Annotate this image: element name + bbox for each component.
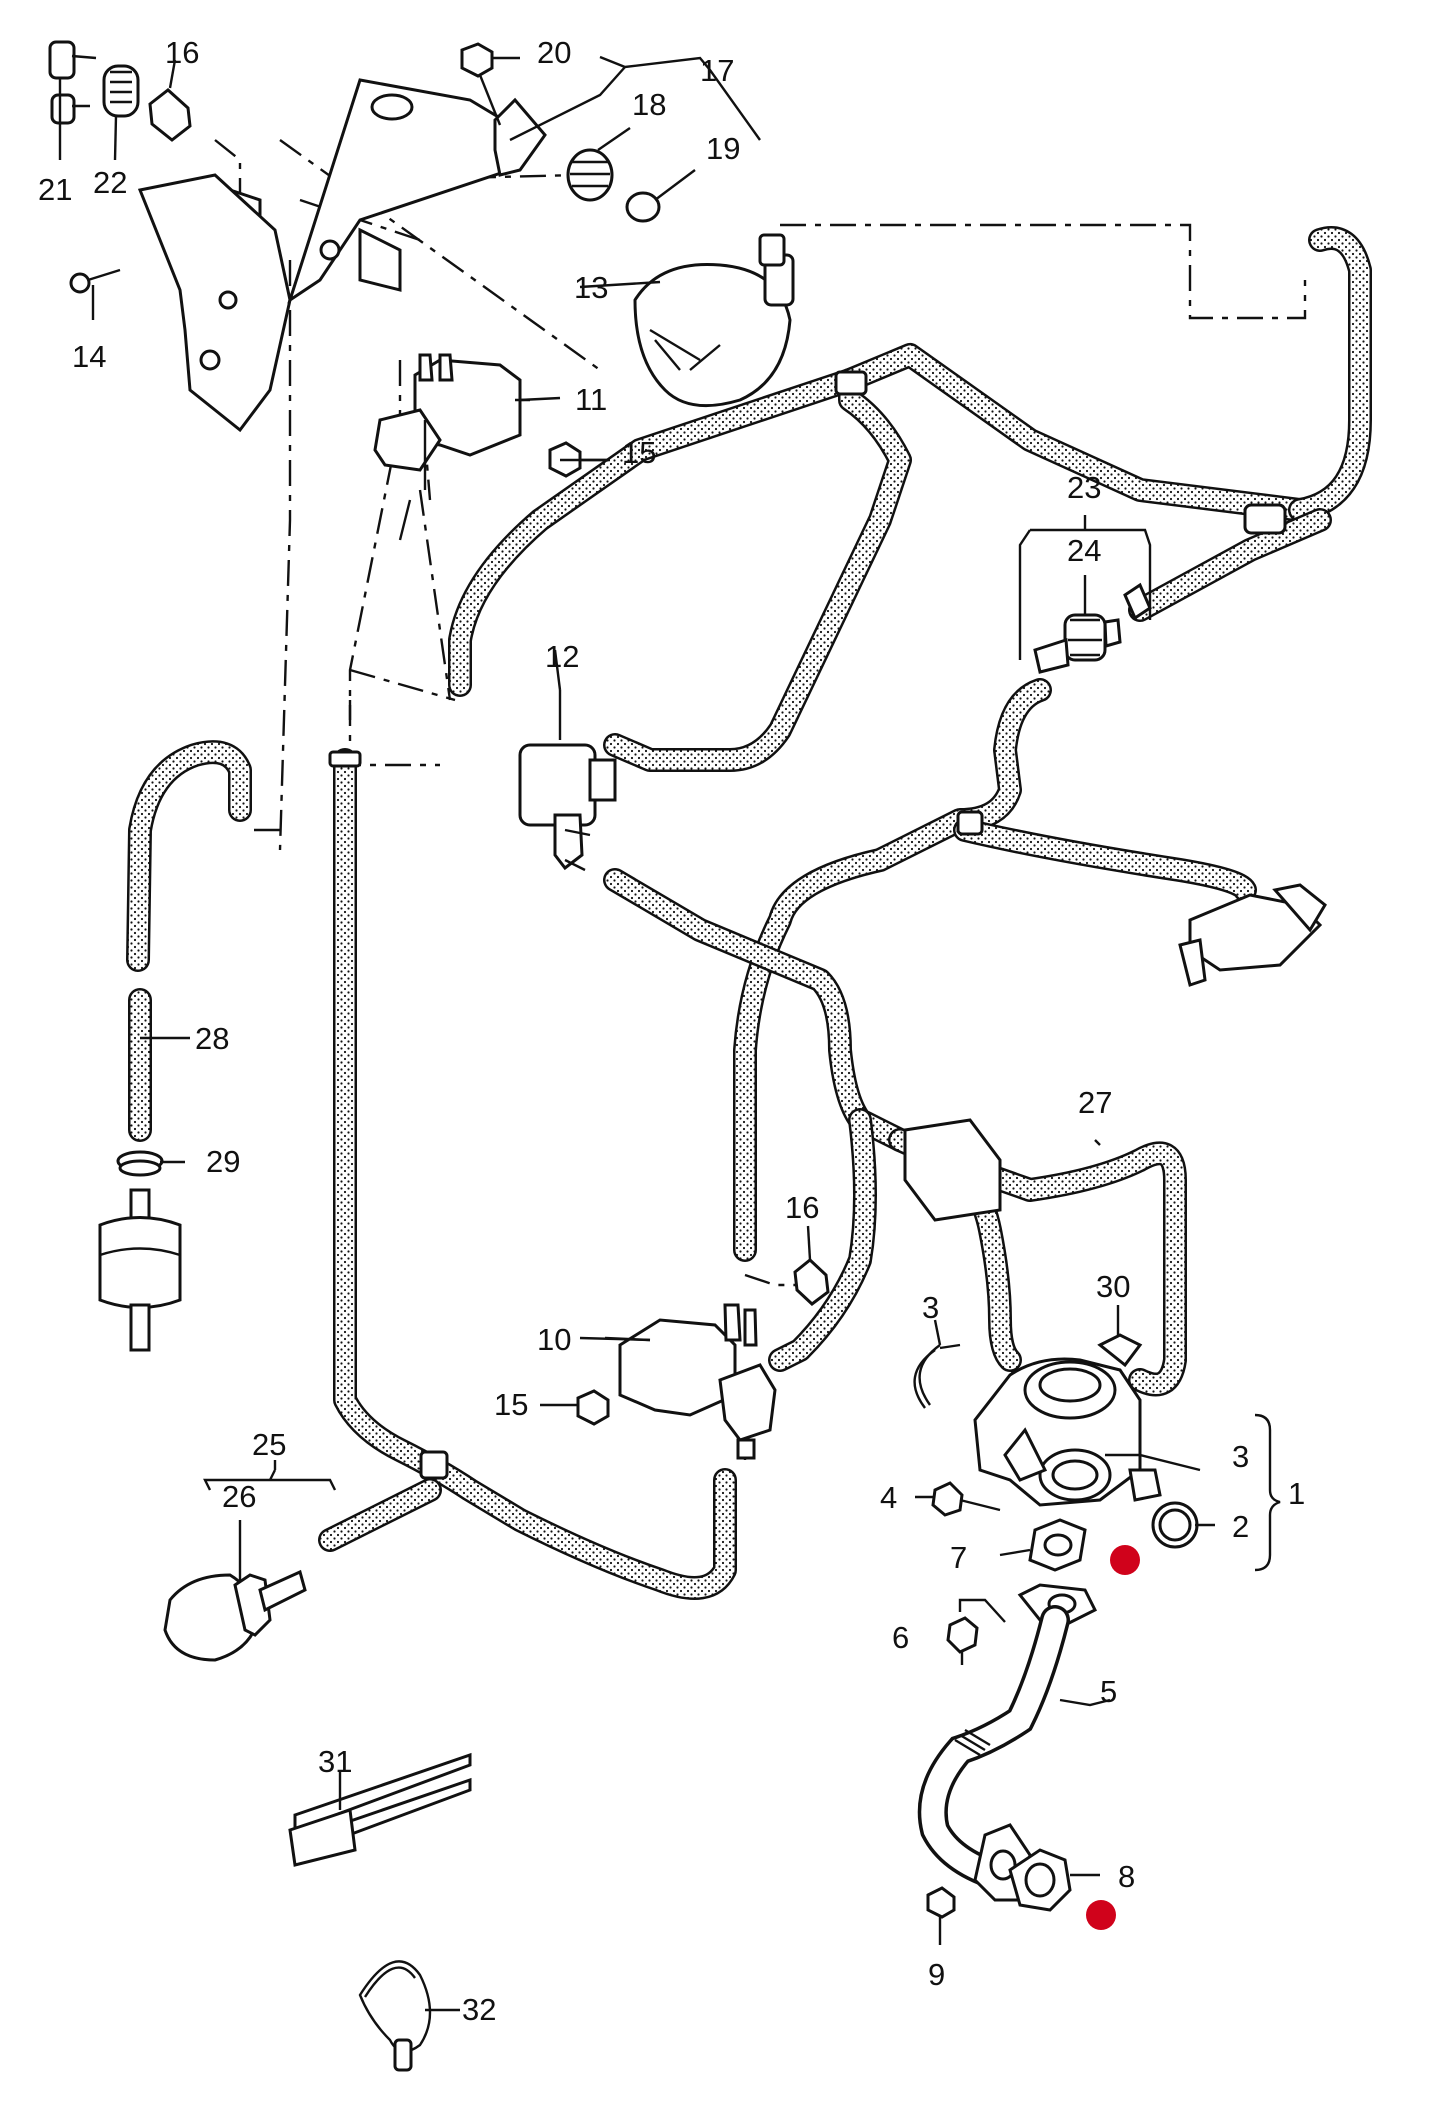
callout-22: 22 (93, 165, 127, 200)
callout-3: 3 (1232, 1439, 1249, 1474)
fuel-filter (98, 1188, 182, 1352)
callout-27: 27 (1078, 1085, 1112, 1120)
callout-13: 13 (574, 270, 608, 305)
cable-tie-31 (288, 1752, 472, 1867)
callout-labels: 1 2 3 3 4 5 6 7 8 9 10 11 12 13 14 15 15… (38, 35, 1305, 2027)
callout-15: 15 (494, 1387, 528, 1422)
egr-pipe-5 (917, 1583, 1111, 1902)
vacuum-reservoir-13 (579, 233, 795, 408)
callout-16: 16 (785, 1190, 819, 1225)
callout-16: 16 (165, 35, 199, 70)
hose-clamp-29 (116, 1150, 185, 1177)
connector-26 (163, 1520, 307, 1662)
callout-12: 12 (545, 639, 579, 674)
nut-20 (460, 42, 520, 78)
egr-valve (973, 1357, 1162, 1507)
solenoid-valve-12 (518, 690, 617, 872)
grommet-22 (102, 64, 140, 161)
screw-14 (69, 268, 121, 320)
spring-clip-3 (913, 1319, 961, 1409)
leader-3-right (1105, 1453, 1201, 1472)
callout-10: 10 (537, 1322, 571, 1357)
callout-26: 26 (222, 1479, 256, 1514)
callout-2: 2 (1232, 1509, 1249, 1544)
bolt-21 (48, 40, 97, 160)
hose-network (126, 226, 1372, 1600)
bracket-25 (203, 1460, 337, 1491)
callout-30: 30 (1096, 1269, 1130, 1304)
brace-1 (1254, 1413, 1281, 1572)
highlight-marker-upper (1110, 1545, 1140, 1575)
clip-30 (1097, 1305, 1143, 1368)
hose-damper (903, 1118, 1002, 1222)
callout-24: 24 (1067, 533, 1101, 568)
callout-17: 17 (700, 53, 734, 88)
callout-14: 14 (72, 339, 106, 374)
strap-clip-32 (358, 1960, 460, 2072)
callout-1: 1 (1288, 1476, 1305, 1511)
highlight-marker-lower (1086, 1900, 1116, 1930)
leader-17 (599, 55, 761, 141)
callout-4: 4 (880, 1480, 897, 1515)
callout-29: 29 (206, 1144, 240, 1179)
washer-19 (625, 169, 696, 223)
callout-7: 7 (950, 1540, 967, 1575)
callout-32: 32 (462, 1992, 496, 2027)
callout-25: 25 (252, 1427, 286, 1462)
bush-18 (566, 127, 631, 202)
callout-23: 23 (1067, 470, 1101, 505)
bracket-23 (1018, 528, 1152, 660)
nut-9 (926, 1886, 956, 1945)
gasket-8 (1008, 1848, 1100, 1912)
spacer-16-top (148, 59, 192, 142)
callout-18: 18 (632, 87, 666, 122)
connector-24 (1033, 575, 1122, 674)
callout-15: 15 (622, 435, 656, 470)
callout-6: 6 (892, 1620, 909, 1655)
bolt-4 (915, 1481, 1001, 1517)
bracket-17 (478, 74, 547, 177)
nut-15-bottom (540, 1389, 610, 1426)
mounting-bracket (137, 78, 522, 433)
callout-21: 21 (38, 172, 72, 207)
bolt-6 (946, 1598, 1006, 1665)
callout-20: 20 (537, 35, 571, 70)
callout-19: 19 (706, 131, 740, 166)
o-ring-2 (1151, 1501, 1215, 1549)
callout-9: 9 (928, 1957, 945, 1992)
callout-31: 31 (318, 1744, 352, 1779)
solenoid-valve-10 (579, 1303, 777, 1460)
callout-28: 28 (195, 1021, 229, 1056)
callout-5: 5 (1100, 1674, 1117, 1709)
solenoid-valve-11 (373, 353, 561, 541)
callout-3: 3 (922, 1290, 939, 1325)
right-fitting (1178, 883, 1327, 987)
callout-8: 8 (1118, 1859, 1135, 1894)
spacer-16-bottom (793, 1225, 830, 1306)
gasket-7 (999, 1518, 1087, 1572)
callout-11: 11 (575, 382, 607, 417)
